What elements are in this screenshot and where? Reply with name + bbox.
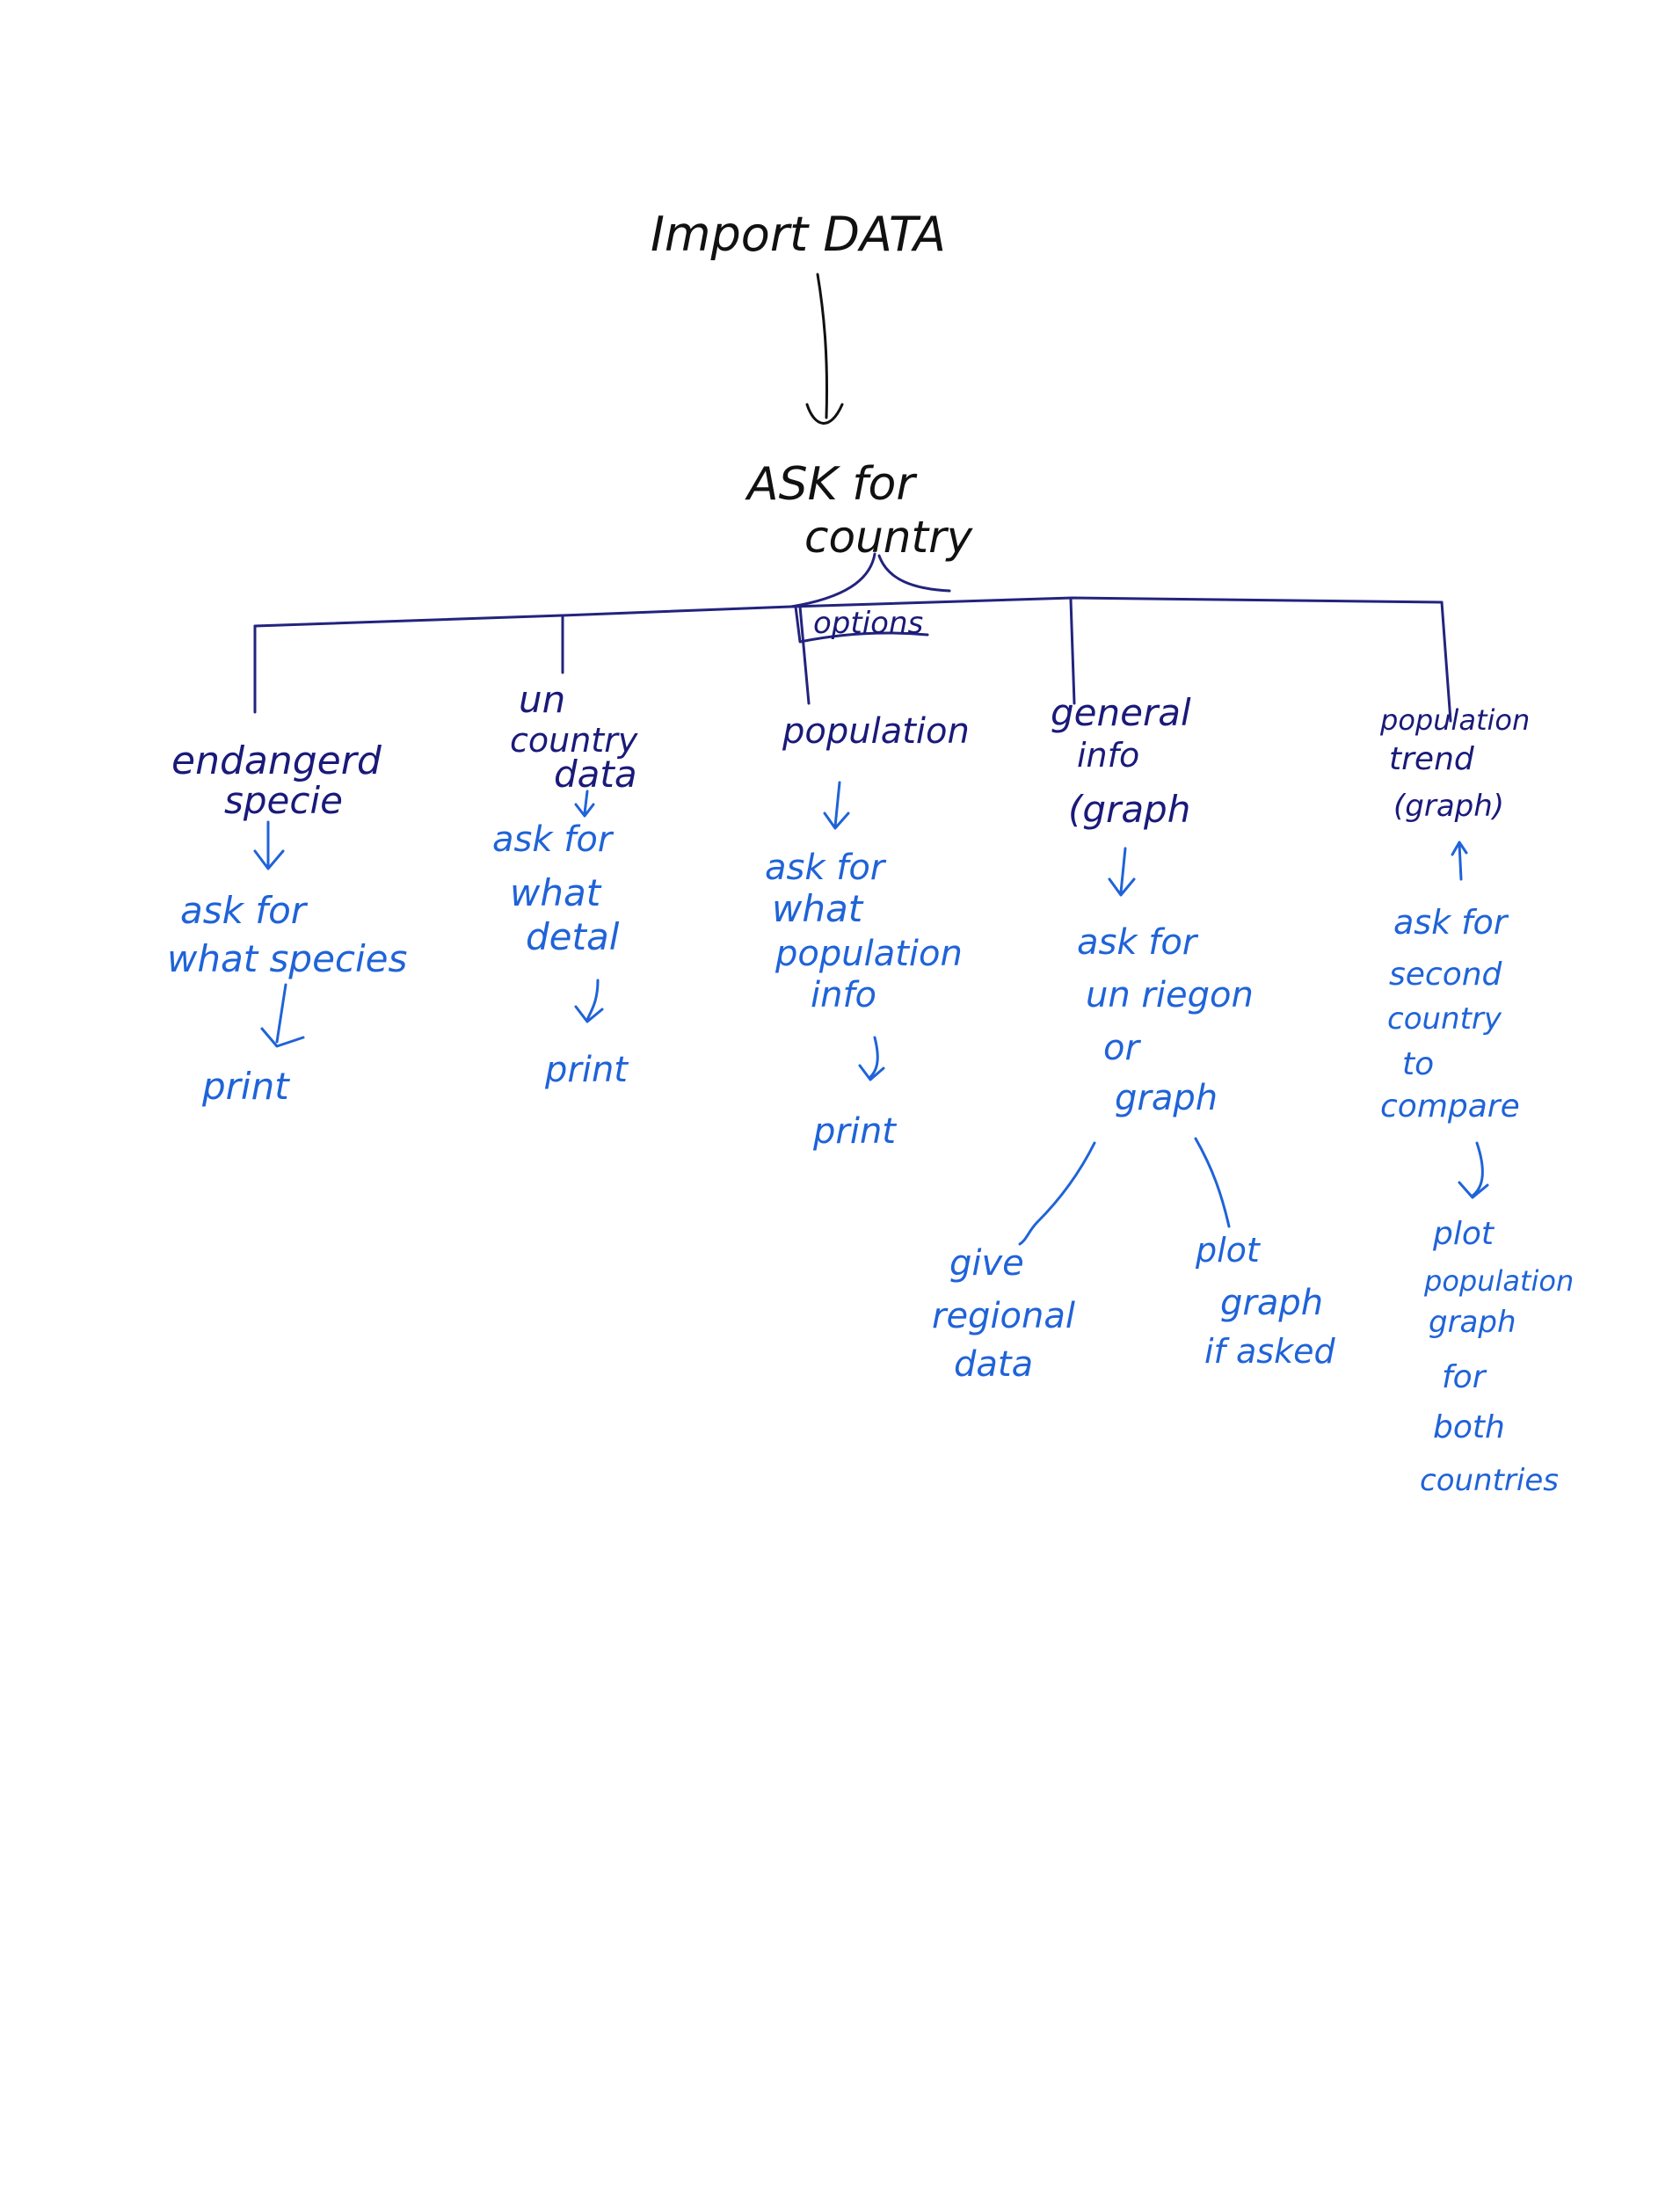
branch1-title-line1: endangerd	[171, 739, 382, 783]
branch-general-info-graph: general info (graph ask for un riegon or…	[932, 691, 1335, 1385]
branch5-step1-line3: country	[1387, 1001, 1502, 1037]
branch-endangered-species: endangerd specie ask for what species pr…	[167, 739, 407, 1108]
branch2-title-line1: un	[519, 678, 565, 721]
branch5-step2-line5: both	[1433, 1409, 1505, 1445]
branch-population-trend-graph: population trend (graph) ask for second …	[1379, 703, 1574, 1498]
root-arrow	[805, 273, 844, 425]
branch1-title-line2: specie	[224, 779, 343, 822]
branch5-step2-line1: plot	[1432, 1216, 1495, 1252]
branch2-title-line2: country	[510, 721, 638, 760]
branch4-sub1-line3: data	[954, 1344, 1033, 1385]
branch5-step2-line6: countries	[1420, 1463, 1559, 1498]
branch4-sub1-line2: regional	[932, 1296, 1075, 1336]
ask-country-line2: country	[804, 512, 974, 563]
branch2-step1-line2: what	[510, 871, 602, 914]
branch5-step1-line5: compare	[1380, 1088, 1520, 1124]
branch4-step1-line1: ask for	[1077, 922, 1199, 963]
branch4-sub2-line2: graph	[1220, 1283, 1323, 1323]
bus-connectors	[253, 552, 1452, 723]
root-node-label: Import DATA	[651, 207, 946, 262]
branch4-title-line1: general	[1051, 691, 1191, 734]
branch2-step1-line1: ask for	[492, 819, 615, 860]
branch4-sub2-line3: if asked	[1204, 1332, 1335, 1371]
branch4-sub1-line1: give	[949, 1243, 1024, 1284]
branch5-step2-line2: population	[1423, 1264, 1574, 1298]
branch3-step2-line1: print	[812, 1111, 897, 1152]
branch4-title-line3: (graph	[1068, 788, 1190, 831]
branch5-step1-line2: second	[1389, 957, 1503, 993]
branch4-step1-line3: or	[1103, 1028, 1141, 1068]
branch3-step1-line3: population	[775, 934, 963, 974]
branch3-step1-line2: what	[772, 887, 864, 930]
branch5-title-line3: (graph)	[1393, 789, 1504, 824]
branch1-step1-line2: what species	[167, 937, 407, 980]
branch4-step1-line2: un riegon	[1086, 975, 1254, 1015]
branch-un-country-data: un country data ask for what detal print	[492, 678, 638, 1090]
branch3-step1-line4: info	[811, 975, 876, 1015]
ask-country-line1: ASK for	[745, 458, 918, 511]
branch5-step2-line4: for	[1442, 1359, 1487, 1395]
branch3-title-line1: population	[782, 711, 970, 752]
branch1-step1-line1: ask for	[180, 889, 309, 932]
branch2-step2-line1: print	[544, 1050, 629, 1090]
branch5-title-line1: population	[1379, 703, 1530, 737]
branch5-step2-line3: graph	[1429, 1305, 1516, 1340]
branch4-title-line2: info	[1077, 736, 1139, 775]
branch-population: population ask for what population info …	[765, 711, 970, 1152]
branch4-sub2-line1: plot	[1195, 1231, 1262, 1270]
branch2-title-line3: data	[554, 753, 637, 796]
branch1-step2-line1: print	[201, 1065, 290, 1108]
branch5-title-line2: trend	[1389, 741, 1475, 777]
branch5-step1-line4: to	[1402, 1046, 1434, 1082]
branch5-step1-line1: ask for	[1393, 903, 1509, 942]
options-label: options	[813, 606, 923, 641]
branch2-step1-line3: detal	[526, 915, 620, 958]
branch3-step1-line1: ask for	[765, 848, 887, 888]
branch4-step1-line4: graph	[1115, 1078, 1218, 1118]
